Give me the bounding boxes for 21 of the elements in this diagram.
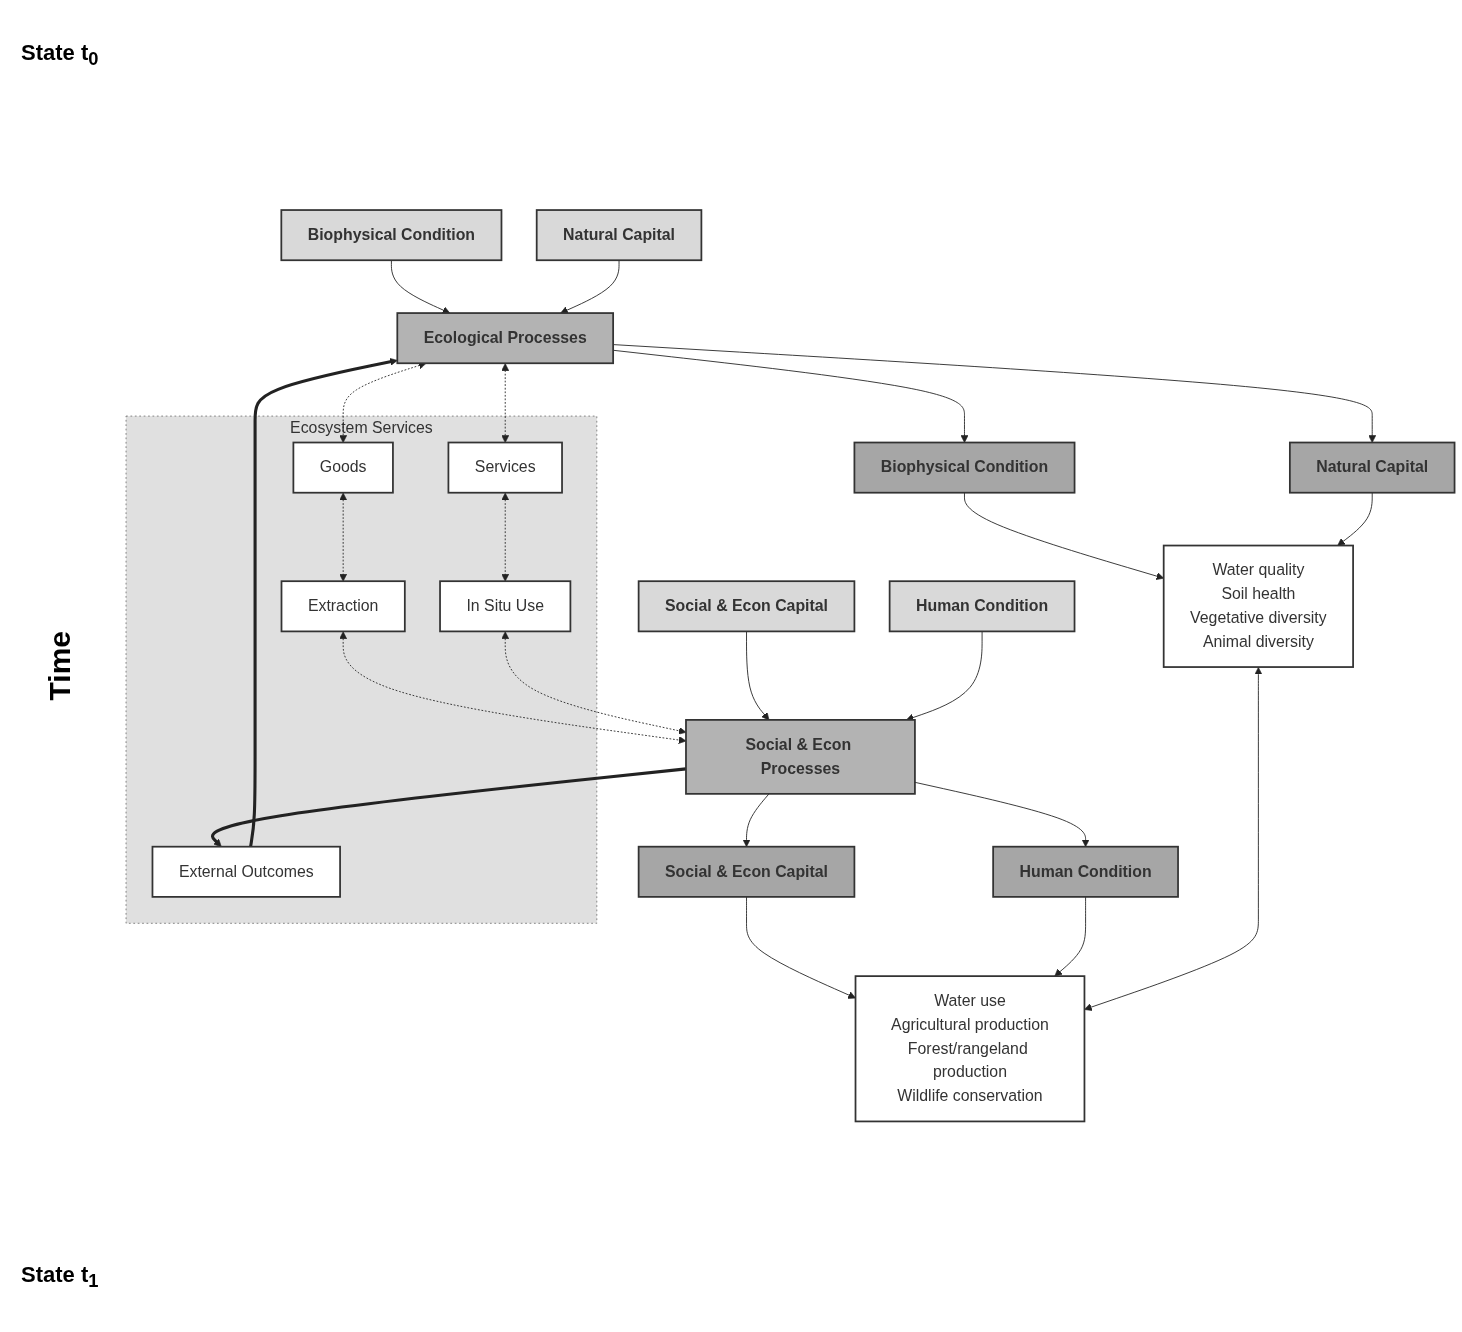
node-box: Ecological Processes: [396, 312, 615, 365]
state-label: State t$_{1}$: [20, 1261, 99, 1292]
arrow: [211, 767, 687, 848]
node-box: Human Condition: [992, 846, 1180, 899]
node-box: Social & Econ Capital: [638, 580, 856, 633]
node-box: Water use Agricultural production Forest/rangeland production Wildlife conservation: [855, 975, 1086, 1123]
node-box: Biophysical Condition: [280, 209, 503, 262]
node-box: Natural Capital: [1289, 441, 1456, 494]
node-box: Goods: [292, 441, 395, 494]
state-label: State t$_{0}$: [20, 40, 99, 71]
axis-label: Time: [42, 631, 77, 701]
node-box: External Outcomes: [152, 846, 342, 899]
node-box: Natural Capital: [536, 209, 703, 262]
node-box: Social & Econ Processes: [685, 719, 917, 795]
node-box: Extraction: [281, 580, 407, 633]
node-box: Water quality Soil health Vegetative diversity Animal diversity: [1163, 544, 1355, 669]
node-box: Social & Econ Capital: [638, 846, 856, 899]
node-box: In Situ Use: [439, 580, 572, 633]
node-box: Biophysical Condition: [853, 441, 1076, 494]
node-box: Human Condition: [889, 580, 1076, 633]
node-box: Services: [447, 441, 564, 494]
